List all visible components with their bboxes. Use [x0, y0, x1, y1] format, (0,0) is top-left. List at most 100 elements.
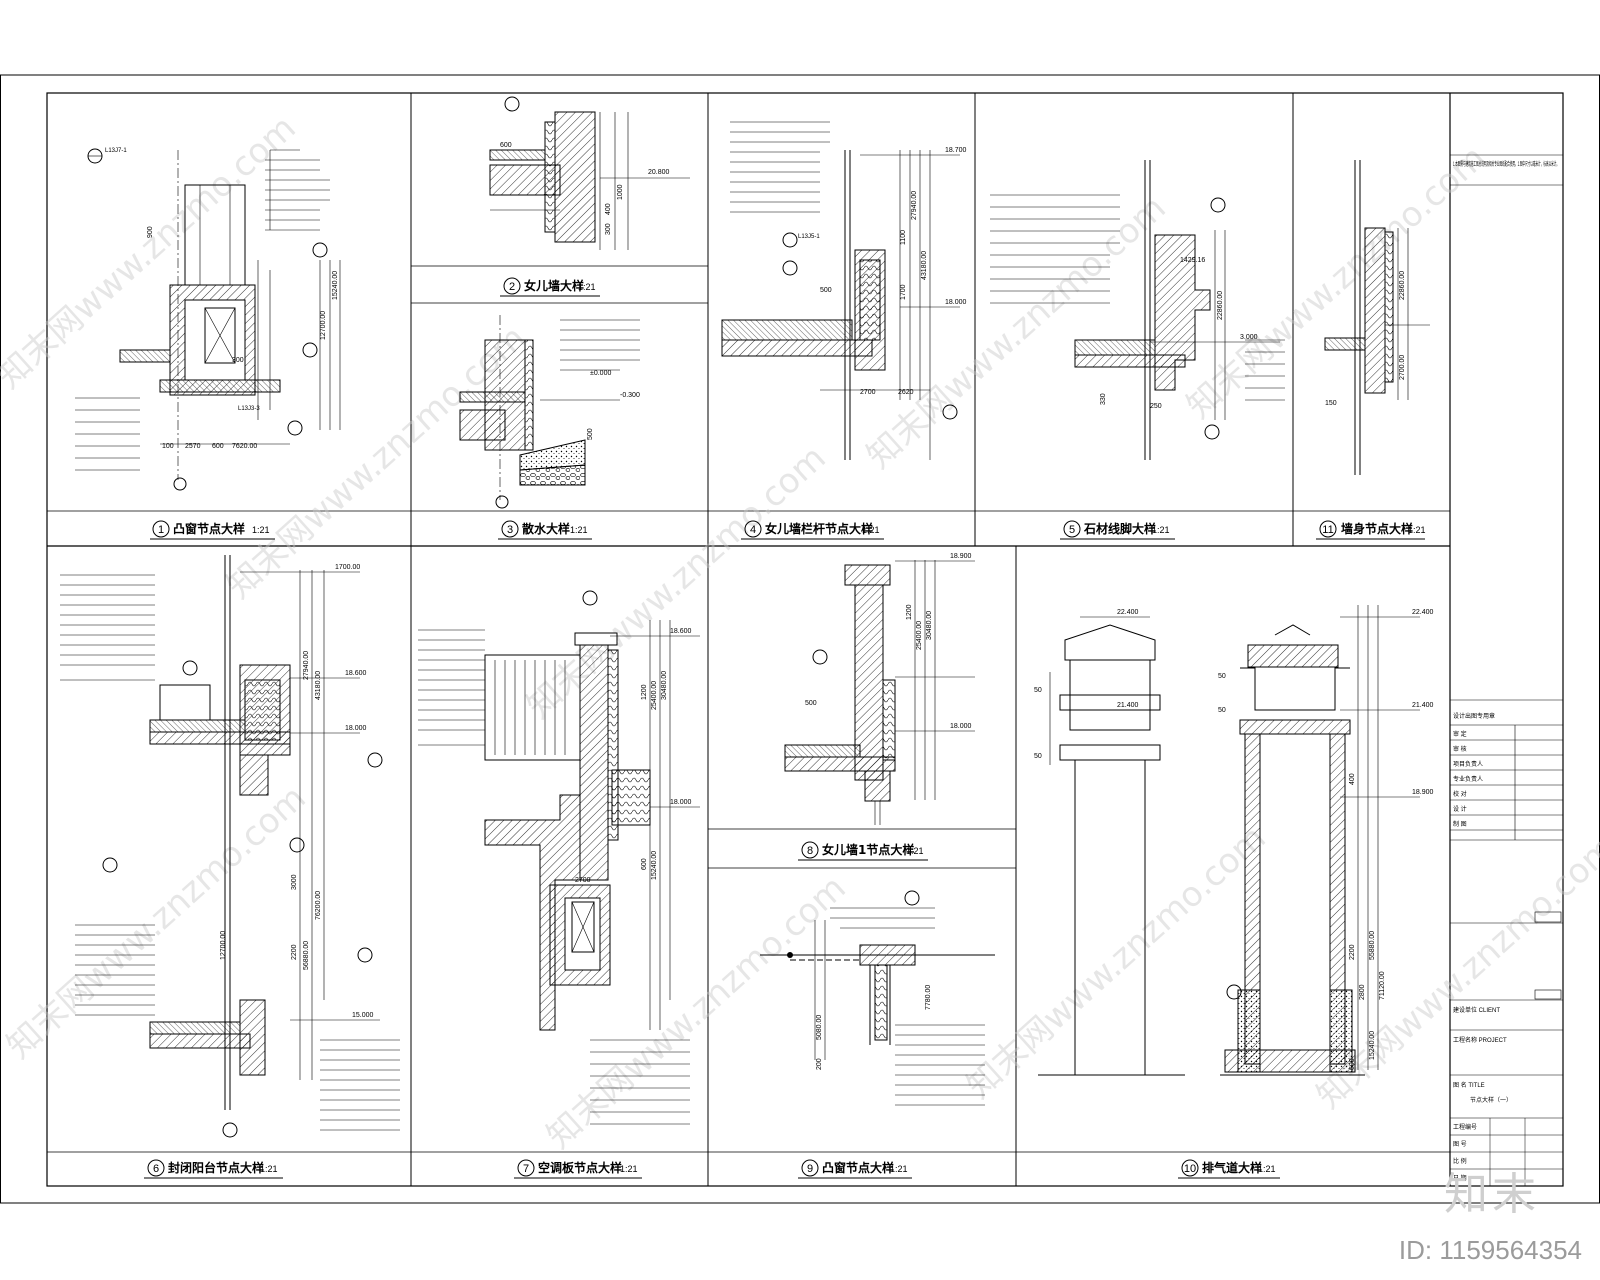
- watermark-brand: 知末: [1444, 1169, 1540, 1220]
- tb-stamp-0: 设计出图专用章: [1453, 712, 1495, 720]
- p6-dim-56880: 56880.00: [303, 941, 310, 970]
- p10-dim-50-a: 50: [1034, 687, 1042, 694]
- p3-elev: -0.300: [620, 392, 640, 399]
- p4-dim-500: 500: [820, 287, 832, 294]
- tb-stamp-3: 项目负责人: [1453, 760, 1483, 768]
- svg-text:女儿墙大样: 女儿墙大样: [524, 278, 584, 293]
- p9-dim-5080: 5080.00: [816, 1015, 823, 1040]
- title-block: 1.本图需与建筑施工图总说明及相关专业图纸配合使用。2.图中尺寸以毫米计，标高以…: [1450, 154, 1563, 1186]
- p10-elev-22-4: 22.400: [1412, 609, 1434, 616]
- svg-text:1:21: 1:21: [1258, 1164, 1276, 1174]
- panel-5-drawing: 3.000 1429.16 22860.00 250 330: [990, 160, 1285, 460]
- p7-dim-15240: 15240.00: [651, 851, 658, 880]
- p8-dim-30480: 30480.00: [926, 611, 933, 640]
- p7-dim-1200: 1200: [641, 684, 648, 700]
- tb-client: 建设单位 CLIENT: [1453, 1006, 1500, 1014]
- p1-dim-7620: 7620.00: [232, 443, 257, 450]
- p10-dim-2800: 2800: [1359, 984, 1366, 1000]
- panel-10-drawing: 22.400 22.400 21.400 21.400 18.900 2200 …: [1034, 605, 1434, 1076]
- p9-dim-200: 200: [816, 1058, 823, 1070]
- p1-dim-300: 300: [232, 357, 244, 364]
- panel-9-drawing: 5080.00 7780.00 200: [760, 890, 995, 1106]
- p1-dim-2570: 2570: [185, 443, 201, 450]
- tb-footer-0: 工程编号: [1453, 1123, 1477, 1131]
- p8-dim-500: 500: [805, 700, 817, 707]
- p5-dim-1429: 1429.16: [1180, 257, 1205, 264]
- p9-dim-7780: 7780.00: [925, 985, 932, 1010]
- tb-stamp-1: 审 定: [1453, 730, 1467, 738]
- tb-footer-3: 日 期: [1453, 1174, 1467, 1182]
- p1-dim-600: 600: [212, 443, 224, 450]
- p2-dim-1000: 1000: [617, 184, 624, 200]
- panel-6-drawing: 1700.00 27940.00 43180.00 18.600 18.000 …: [60, 555, 400, 1138]
- p10-dim-600: 600: [1349, 1058, 1356, 1070]
- p4-dim-2700: 2700: [860, 389, 876, 396]
- tb-project: 工程名称 PROJECT: [1453, 1036, 1507, 1044]
- svg-text:凸窗节点大样: 凸窗节点大样: [822, 1160, 894, 1175]
- p3-dim-500: 500: [587, 428, 594, 440]
- p1-ref: L13J7-1: [105, 148, 127, 154]
- svg-text:凸窗节点大样: 凸窗节点大样: [173, 521, 245, 536]
- svg-text:1: 1: [158, 524, 164, 536]
- p7-dim-25400: 25400.00: [651, 681, 658, 710]
- p5-dim-22860: 22860.00: [1217, 291, 1224, 320]
- p10-dim-50-d: 50: [1218, 707, 1226, 714]
- p10-dim-2200: 2200: [1349, 944, 1356, 960]
- p10-dim-400: 400: [1349, 773, 1356, 785]
- svg-text:4: 4: [750, 524, 756, 536]
- panel-1-drawing: 900 100 2570 600 7620.00 12700.00 15240.…: [75, 148, 341, 491]
- p6-dim-2200: 2200: [291, 944, 298, 960]
- panel-7-drawing: 18.600 25400.00 30480.00 1200 18.000 152…: [418, 590, 700, 1125]
- p6-dim-1700: 1700.00: [335, 564, 360, 571]
- panel-4-drawing: 18.700 1100 1700 27940.00 43180.00 18.00…: [721, 121, 967, 460]
- p1-dim-12700: 12700.00: [320, 311, 327, 340]
- caption-panel-6: 6 封闭阳台节点大样 1:21: [144, 1159, 283, 1179]
- svg-text:1:21: 1:21: [1152, 525, 1170, 535]
- svg-text:2: 2: [509, 281, 515, 293]
- p4-elev-18: 18.000: [945, 299, 967, 306]
- panel-8-drawing: 18.900 25400.00 30480.00 1200 18.000 500: [784, 553, 975, 825]
- p2-dim-300: 300: [605, 223, 612, 235]
- p6-elev-15: 15.000: [352, 1012, 374, 1019]
- p8-elev-top: 18.900: [950, 553, 972, 560]
- svg-text:1:21: 1:21: [252, 525, 270, 535]
- p10-elev-18-9: 18.900: [1412, 789, 1434, 796]
- p6-elev-18: 18.000: [345, 725, 367, 732]
- tb-footer-2: 比 例: [1453, 1157, 1467, 1165]
- p7-dim-30480: 30480.00: [661, 671, 668, 700]
- watermark-id: ID: 1159564354: [1398, 1235, 1582, 1265]
- p4-dim-1100: 1100: [900, 230, 907, 245]
- p6-dim-3000: 3000: [291, 874, 298, 890]
- tb-footer-1: 图 号: [1453, 1141, 1467, 1148]
- p7-elev-18-6: 18.600: [670, 628, 692, 635]
- svg-text:空调板节点大样: 空调板节点大样: [538, 1160, 622, 1175]
- p2-dim-600: 600: [500, 142, 512, 149]
- p1-dim-900: 900: [147, 226, 154, 238]
- svg-text:10: 10: [1184, 1163, 1196, 1175]
- svg-text:1:21: 1:21: [570, 525, 588, 535]
- caption-panel-4: 4 女儿墙栏杆节点大样 1:21: [741, 520, 884, 540]
- svg-text:3: 3: [507, 524, 513, 536]
- svg-text:墙身节点大样: 墙身节点大样: [1341, 521, 1413, 536]
- p1-dim-15240: 15240.00: [332, 271, 339, 300]
- p1-ref-2: L13J3-3: [238, 406, 260, 412]
- svg-text:石材线脚大样: 石材线脚大样: [1083, 521, 1156, 536]
- p10-dim-50-c: 50: [1218, 673, 1226, 680]
- svg-text:7: 7: [523, 1163, 529, 1175]
- p1-dim-100: 100: [162, 443, 174, 450]
- svg-text:9: 9: [807, 1163, 813, 1175]
- p8-elev-18: 18.000: [950, 723, 972, 730]
- p6-dim-76200: 76200.00: [315, 891, 322, 920]
- p4-dim-43180: 43180.00: [921, 251, 928, 280]
- p10-dim-55880: 55880.00: [1369, 931, 1376, 960]
- svg-text:知末网www.znzmo.com: 知末网www.znzmo.com: [1309, 828, 1600, 1117]
- svg-text:6: 6: [153, 1163, 159, 1175]
- tb-drawing-name: 节点大样（一）: [1470, 1096, 1512, 1104]
- p10-dim-15240: 15240.00: [1369, 1031, 1376, 1060]
- svg-text:散水大样: 散水大样: [522, 521, 570, 536]
- caption-panel-7: 7 空调板节点大样 1:21: [514, 1159, 642, 1179]
- p2-elev: 20.800: [648, 169, 670, 176]
- p5-elev: 3.000: [1240, 334, 1258, 341]
- p4-ref: L13J5-1: [798, 234, 820, 240]
- tb-stamp-2: 审 核: [1453, 745, 1467, 753]
